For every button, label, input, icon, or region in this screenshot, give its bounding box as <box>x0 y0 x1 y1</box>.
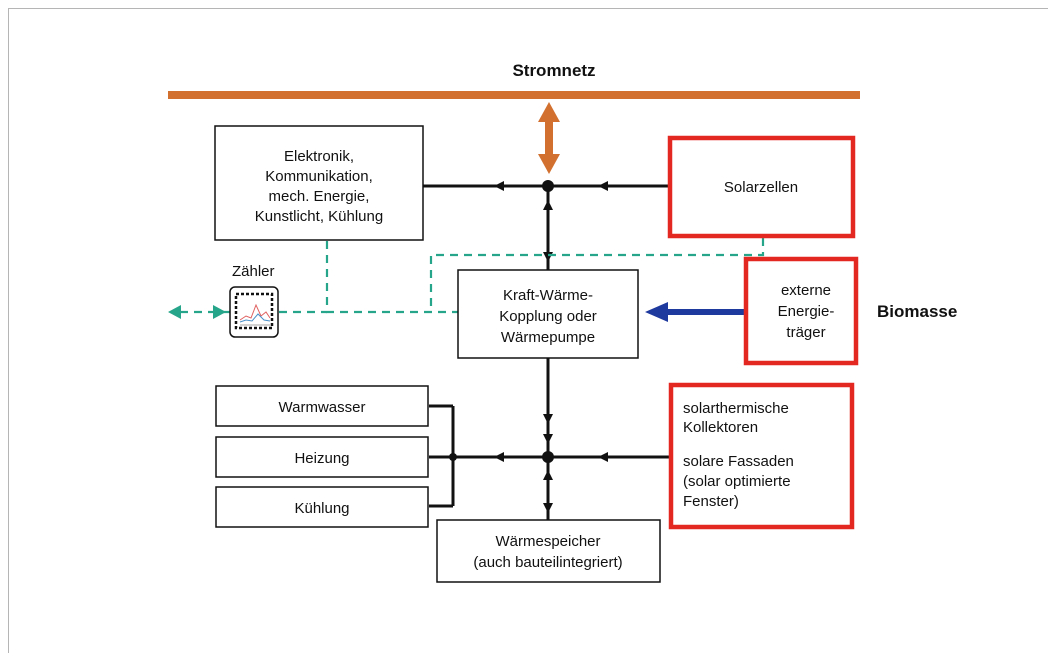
grid-bar <box>168 91 860 99</box>
svg-text:(auch bauteilintegriert): (auch bauteilintegriert) <box>473 554 622 571</box>
svg-text:Kraft-Wärme-: Kraft-Wärme- <box>503 287 593 304</box>
arrow-head-icon <box>543 414 553 424</box>
top-junction <box>542 180 554 192</box>
flow-arrows <box>494 181 608 513</box>
arrow-head-icon <box>494 181 504 191</box>
svg-text:Wärmespeicher: Wärmespeicher <box>495 533 600 550</box>
svg-text:Wärmepumpe: Wärmepumpe <box>501 329 595 346</box>
svg-text:Energie-: Energie- <box>778 303 835 320</box>
arrow-head-icon <box>543 434 553 444</box>
biomass-label: Biomasse <box>877 302 957 321</box>
solar-thermal-line: Fenster) <box>683 493 739 510</box>
grid-label: Stromnetz <box>512 61 595 80</box>
svg-text:(solar optimierte: (solar optimierte <box>683 473 791 490</box>
left-junction <box>449 453 457 461</box>
bottom-junction <box>542 451 554 463</box>
svg-text:externe: externe <box>781 282 831 299</box>
electronics-line: mech. Energie, <box>269 188 370 205</box>
electronics-line: Kunstlicht, Kühlung <box>255 208 383 225</box>
cooling-box: Kühlung <box>215 486 429 528</box>
electronics-box: Elektronik, Kommunikation, mech. Energie… <box>214 125 424 241</box>
svg-text:Heizung: Heizung <box>294 450 349 467</box>
electronics-line: Elektronik, <box>284 148 354 165</box>
chp-box: Kraft-Wärme- Kopplung oder Wärmepumpe <box>457 269 639 359</box>
svg-text:Kühlung: Kühlung <box>294 500 349 517</box>
grid-exchange-arrow <box>538 102 560 174</box>
warmwater-box: Warmwasser <box>215 385 429 427</box>
storage-line: Wärmespeicher <box>495 533 600 550</box>
svg-text:solarthermische: solarthermische <box>683 400 789 417</box>
meter-chart-icon <box>234 292 274 330</box>
electronics-line: Kommunikation, <box>265 168 373 185</box>
external-line: externe <box>781 282 831 299</box>
chp-line: Wärmepumpe <box>501 329 595 346</box>
arrow-head-icon <box>543 503 553 513</box>
solar-cells-box: Solarzellen <box>667 135 856 239</box>
biomass-arrow <box>645 302 774 322</box>
solar-thermal-line: Kollektoren <box>683 419 758 436</box>
external-line: träger <box>786 324 825 341</box>
heating-box: Heizung <box>215 436 429 478</box>
external-energy-box: externe Energie- träger <box>743 256 859 366</box>
solar-thermal-line: (solar optimierte <box>683 473 791 490</box>
svg-text:Elektronik,: Elektronik, <box>284 148 354 165</box>
svg-text:träger: träger <box>786 324 825 341</box>
cooling-label: Kühlung <box>294 500 349 517</box>
svg-text:Kopplung oder: Kopplung oder <box>499 308 597 325</box>
svg-text:Kunstlicht, Kühlung: Kunstlicht, Kühlung <box>255 208 383 225</box>
arrow-head-icon <box>494 452 504 462</box>
svg-text:Warmwasser: Warmwasser <box>279 399 366 416</box>
chp-line: Kraft-Wärme- <box>503 287 593 304</box>
warmwater-label: Warmwasser <box>279 399 366 416</box>
svg-text:Kollektoren: Kollektoren <box>683 419 758 436</box>
chp-line: Kopplung oder <box>499 308 597 325</box>
arrow-head-icon <box>543 470 553 480</box>
solar-cells-label: Solarzellen <box>724 179 798 196</box>
solar-thermal-line: solarthermische <box>683 400 789 417</box>
arrow-head-icon <box>543 200 553 210</box>
arrow-head-icon <box>598 181 608 191</box>
meter: Zähler <box>229 263 279 338</box>
storage-line: (auch bauteilintegriert) <box>473 554 622 571</box>
heating-label: Heizung <box>294 450 349 467</box>
arrow-head-icon <box>543 252 553 262</box>
arrow-head-icon <box>598 452 608 462</box>
svg-text:Fenster): Fenster) <box>683 493 739 510</box>
solar-thermal-box: solarthermische Kollektoren solare Fassa… <box>668 382 855 530</box>
svg-text:mech. Energie,: mech. Energie, <box>269 188 370 205</box>
external-line: Energie- <box>778 303 835 320</box>
data-lines <box>168 238 765 319</box>
meter-label: Zähler <box>232 263 275 280</box>
svg-text:Kommunikation,: Kommunikation, <box>265 168 373 185</box>
storage-box: Wärmespeicher (auch bauteilintegriert) <box>436 519 661 583</box>
solar-thermal-line: solare Fassaden <box>683 453 794 470</box>
svg-text:Solarzellen: Solarzellen <box>724 179 798 196</box>
svg-text:solare Fassaden: solare Fassaden <box>683 453 794 470</box>
